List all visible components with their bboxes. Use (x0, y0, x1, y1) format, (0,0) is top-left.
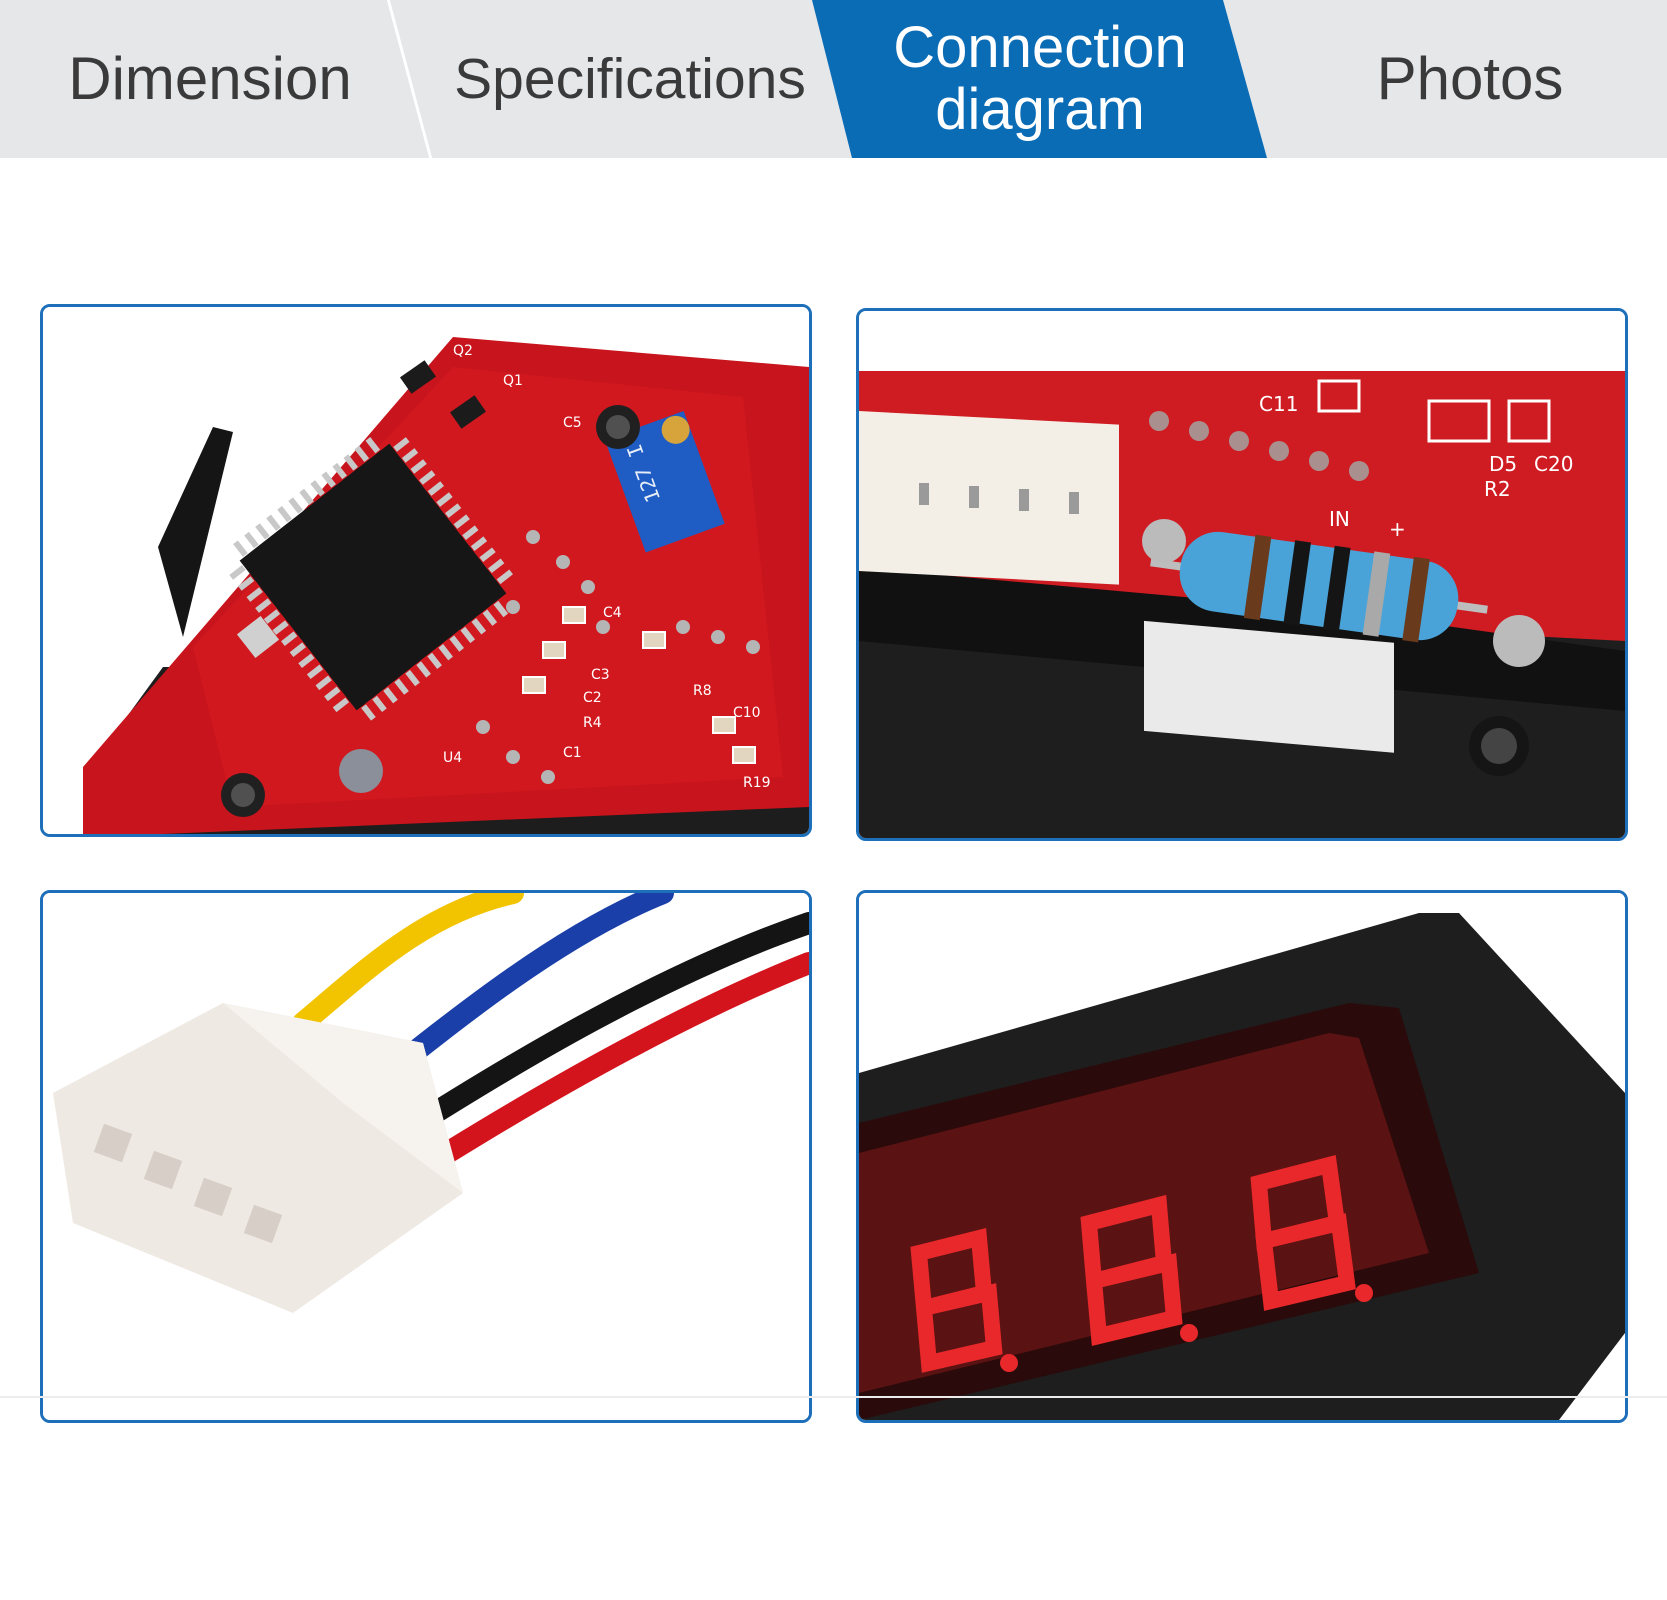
svg-text:IN: IN (1329, 507, 1350, 531)
photo-wire-connector (40, 890, 812, 1423)
svg-text:C10: C10 (733, 705, 761, 721)
digit-segments (910, 1155, 1356, 1373)
svg-text:R19: R19 (743, 775, 771, 791)
svg-text:Q1: Q1 (503, 373, 523, 389)
potentiometer: 127 I (604, 410, 725, 553)
tab-specifications[interactable]: Specifications (425, 0, 835, 158)
tab-dimension[interactable]: Dimension (30, 0, 390, 158)
svg-text:R8: R8 (693, 683, 712, 699)
microcontroller-chip (229, 437, 513, 721)
svg-text:D5: D5 (1489, 452, 1517, 476)
svg-text:C2: C2 (583, 690, 602, 706)
svg-text:C11: C11 (1259, 392, 1298, 416)
svg-text:R2: R2 (1484, 477, 1511, 501)
bottom-divider (0, 1396, 1667, 1398)
photo-seven-segment-display (856, 890, 1628, 1423)
svg-text:+: + (1389, 517, 1406, 541)
svg-text:U4: U4 (443, 750, 462, 766)
tab-specifications-label: Specifications (454, 46, 806, 111)
tab-photos-label: Photos (1376, 45, 1564, 112)
tab-photos[interactable]: Photos (1290, 0, 1650, 158)
tab-connection-diagram[interactable]: Connection diagram (840, 0, 1240, 158)
svg-text:C3: C3 (591, 667, 610, 683)
connector-header (859, 411, 1119, 585)
svg-text:R4: R4 (583, 715, 602, 731)
svg-text:C20: C20 (1534, 452, 1573, 476)
wire-connector-illustration (43, 893, 809, 1420)
resistor (1150, 531, 1488, 643)
svg-text:C5: C5 (563, 415, 582, 431)
svg-text:Q2: Q2 (453, 343, 473, 359)
svg-text:C1: C1 (563, 745, 582, 761)
active-tab-background (812, 0, 1267, 158)
seven-segment-illustration (859, 893, 1625, 1420)
svg-text:C4: C4 (603, 605, 622, 621)
tab-connection-diagram-label: Connection diagram (893, 15, 1187, 142)
tab-dimension-label: Dimension (68, 45, 352, 112)
tab-bar: Dimension Specifications Connection diag… (0, 0, 1667, 158)
